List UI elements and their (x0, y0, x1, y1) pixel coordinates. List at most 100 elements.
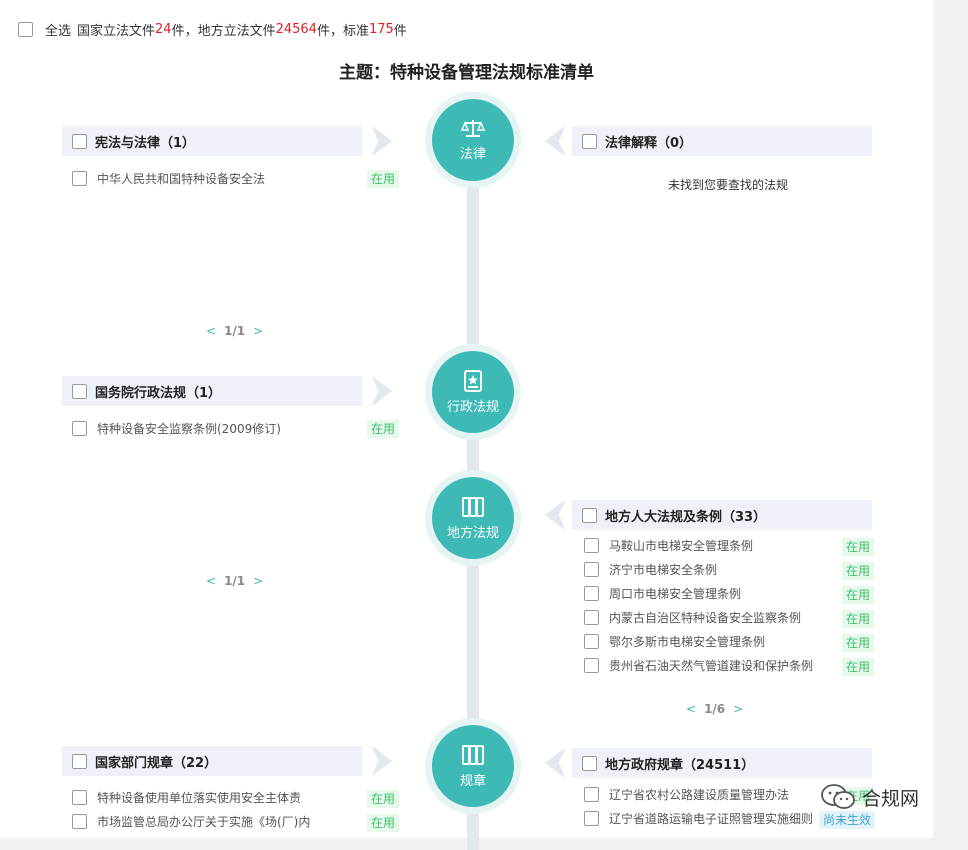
section-constitution-header[interactable]: 宪法与法律（1） (62, 126, 362, 156)
arrow-right-icon (372, 126, 392, 156)
item-checkbox[interactable] (584, 810, 599, 826)
status-badge: 尚未生效 (819, 811, 876, 829)
item-checkbox[interactable] (584, 561, 599, 577)
section-label: 法律解释（0） (605, 135, 693, 151)
section-checkbox[interactable] (582, 133, 597, 149)
item-checkbox[interactable] (72, 789, 87, 805)
standard-label: 件，标准 (316, 23, 369, 39)
pagination: < 1/1 > (206, 324, 263, 338)
section-checkbox[interactable] (582, 507, 597, 523)
national-label: 国家立法文件 (77, 23, 156, 39)
local-count: 24564 (275, 21, 317, 37)
section-label: 地方人大法规及条例（33） (605, 509, 767, 525)
books-icon (462, 496, 484, 517)
list-item[interactable]: 贵州省石油天然气管道建设和保护条例 (584, 655, 813, 675)
next-page-button[interactable]: > (253, 324, 264, 338)
list-item[interactable]: 辽宁省道路运输电子证照管理实施细则 (584, 808, 813, 828)
section-interpretation-header[interactable]: 法律解释（0） (572, 126, 872, 156)
item-checkbox[interactable] (72, 813, 87, 829)
section-checkbox[interactable] (72, 133, 87, 149)
section-state-council-header[interactable]: 国务院行政法规（1） (62, 376, 362, 406)
section-checkbox[interactable] (72, 383, 87, 399)
section-local-congress-header[interactable]: 地方人大法规及条例（33） (572, 500, 872, 530)
arrow-left-icon (545, 748, 565, 778)
list-item[interactable]: 特种设备使用单位落实使用安全主体责 (72, 787, 301, 807)
item-checkbox[interactable] (584, 585, 599, 601)
prev-page-button[interactable]: < (206, 324, 217, 338)
status-badge: 在用 (367, 170, 400, 188)
item-title[interactable]: 特种设备使用单位落实使用安全主体责 (97, 790, 302, 805)
next-page-button[interactable]: > (253, 574, 264, 588)
item-checkbox[interactable] (584, 786, 599, 802)
node-rule[interactable]: 规章 (425, 718, 521, 814)
status-badge: 在用 (367, 814, 400, 832)
node-admin[interactable]: 行政法规 (425, 344, 521, 440)
item-title[interactable]: 济宁市电梯安全条例 (609, 562, 718, 577)
node-law-label: 法律 (459, 146, 486, 162)
status-badge: 在用 (842, 610, 875, 628)
item-checkbox[interactable] (584, 609, 599, 625)
list-item[interactable]: 特种设备安全监察条例(2009修订) (72, 418, 281, 438)
prev-page-button[interactable]: < (206, 574, 217, 588)
section-local-gov-header[interactable]: 地方政府规章（24511） (572, 748, 872, 778)
select-all-bar: 全选 国家立法文件 24 件，地方立法文件 24564 件，标准 175 件 (18, 18, 407, 40)
node-rule-label: 规章 (459, 773, 486, 789)
arrow-right-icon (372, 746, 392, 776)
page-indicator: 1/6 (704, 702, 726, 716)
item-title[interactable]: 马鞍山市电梯安全管理条例 (609, 538, 754, 553)
page: 全选 国家立法文件 24 件，地方立法文件 24564 件，标准 175 件 主… (0, 0, 933, 850)
item-checkbox[interactable] (584, 657, 599, 673)
list-item[interactable]: 鄂尔多斯市电梯安全管理条例 (584, 631, 765, 651)
item-title[interactable]: 市场监管总局办公厅关于实施《场(厂)内 (97, 814, 311, 829)
section-label: 国务院行政法规（1） (95, 385, 222, 401)
item-checkbox[interactable] (72, 420, 87, 436)
node-admin-label: 行政法规 (446, 399, 499, 415)
select-all-label[interactable]: 全选 (45, 23, 72, 39)
arrow-left-icon (545, 126, 565, 156)
list-item[interactable]: 辽宁省农村公路建设质量管理办法 (584, 784, 789, 804)
prev-page-button[interactable]: < (686, 702, 697, 716)
books-icon (462, 744, 484, 765)
list-item[interactable]: 市场监管总局办公厅关于实施《场(厂)内 (72, 811, 310, 831)
page-title: 主题：特种设备管理法规标准清单 (339, 63, 594, 83)
item-title[interactable]: 贵州省石油天然气管道建设和保护条例 (609, 658, 814, 673)
section-label: 国家部门规章（22） (95, 755, 218, 771)
count-suffix: 件 (393, 23, 407, 39)
section-checkbox[interactable] (582, 755, 597, 771)
node-law[interactable]: 法律 (425, 92, 521, 188)
scale-icon (461, 119, 485, 137)
list-item[interactable]: 马鞍山市电梯安全管理条例 (584, 535, 753, 555)
section-label: 宪法与法律（1） (95, 135, 196, 151)
page-indicator: 1/1 (224, 574, 246, 588)
item-title[interactable]: 辽宁省道路运输电子证照管理实施细则 (609, 811, 814, 826)
list-item[interactable]: 内蒙古自治区特种设备安全监察条例 (584, 607, 801, 627)
item-checkbox[interactable] (72, 170, 87, 186)
status-badge: 在用 (842, 562, 875, 580)
select-all-checkbox[interactable] (18, 21, 33, 37)
local-label: 件，地方立法文件 (171, 23, 276, 39)
item-title[interactable]: 中华人民共和国特种设备安全法 (97, 171, 266, 186)
empty-message: 未找到您要查找的法规 (668, 178, 789, 192)
next-page-button[interactable]: > (733, 702, 744, 716)
item-title[interactable]: 特种设备安全监察条例(2009修订) (97, 421, 281, 436)
arrow-right-icon (372, 376, 392, 406)
document-star-icon (464, 369, 482, 392)
node-local[interactable]: 地方法规 (425, 470, 521, 566)
list-item[interactable]: 济宁市电梯安全条例 (584, 559, 717, 579)
section-checkbox[interactable] (72, 753, 87, 769)
pagination: < 1/6 > (686, 702, 743, 716)
standard-count: 175 (368, 21, 394, 37)
item-title[interactable]: 周口市电梯安全管理条例 (609, 586, 742, 601)
item-title[interactable]: 内蒙古自治区特种设备安全监察条例 (609, 610, 802, 625)
item-checkbox[interactable] (584, 633, 599, 649)
list-item[interactable]: 中华人民共和国特种设备安全法 (72, 168, 265, 188)
watermark-text: 合规网 (862, 787, 920, 810)
section-ministry-header[interactable]: 国家部门规章（22） (62, 746, 362, 776)
arrow-left-icon (545, 500, 565, 530)
item-checkbox[interactable] (584, 537, 599, 553)
list-item[interactable]: 周口市电梯安全管理条例 (584, 583, 741, 603)
status-badge: 在用 (367, 420, 400, 438)
item-title[interactable]: 辽宁省农村公路建设质量管理办法 (609, 787, 790, 802)
national-count: 24 (155, 21, 172, 37)
item-title[interactable]: 鄂尔多斯市电梯安全管理条例 (609, 634, 766, 649)
